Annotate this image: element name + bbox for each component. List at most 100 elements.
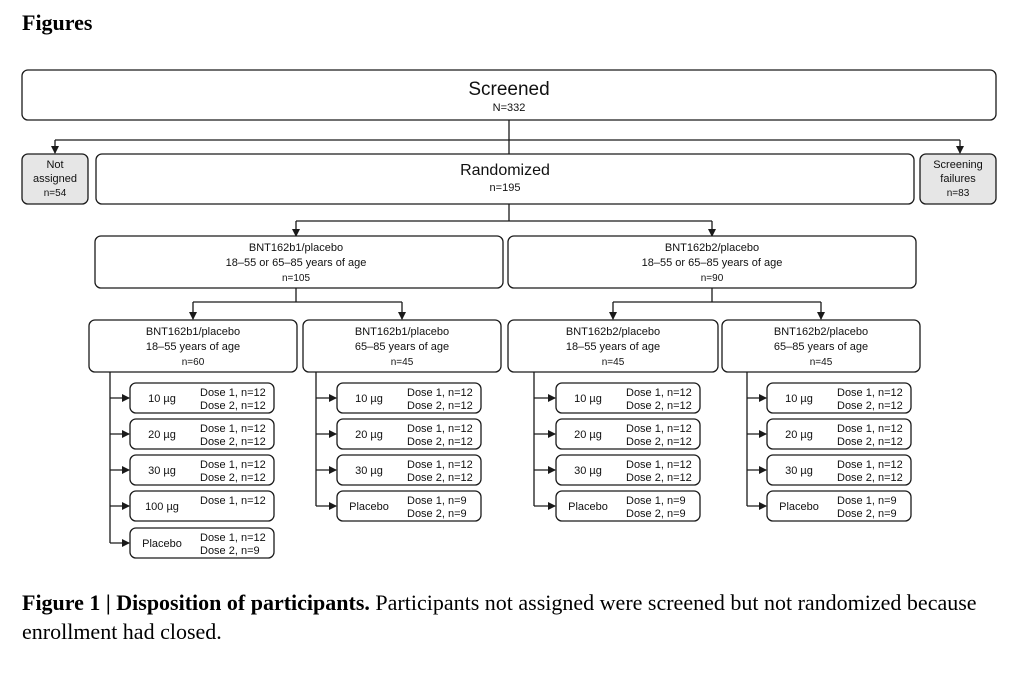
- randomized-title: Randomized: [460, 162, 550, 179]
- not-assigned-count: n=54: [44, 188, 67, 199]
- arm-count: n=105: [282, 273, 311, 284]
- group-title: BNT162b2/placebo: [566, 326, 660, 338]
- screened-title: Screened: [468, 79, 549, 100]
- dose-1-count: Dose 1, n=9: [407, 495, 467, 507]
- dose-1-count: Dose 1, n=12: [837, 387, 903, 399]
- randomized-count: n=195: [490, 182, 521, 194]
- group-ages: 18–55 years of age: [566, 341, 660, 353]
- group-count: n=60: [182, 357, 205, 368]
- group-ages: 65–85 years of age: [355, 341, 449, 353]
- arm-title: BNT162b1/placebo: [249, 242, 343, 254]
- dose-1-count: Dose 1, n=12: [837, 459, 903, 471]
- dose-box: [555, 490, 701, 522]
- dose-2-count: Dose 2, n=12: [200, 472, 266, 484]
- dose-label: 30 µg: [148, 465, 176, 477]
- dose-label: 10 µg: [785, 393, 813, 405]
- group-count: n=45: [602, 357, 625, 368]
- dose-label: 30 µg: [785, 465, 813, 477]
- figures-heading: Figures: [22, 10, 93, 35]
- dose-1-count: Dose 1, n=12: [200, 423, 266, 435]
- screening-failures-count: n=83: [947, 188, 970, 199]
- dose-2-count: Dose 2, n=9: [837, 508, 897, 520]
- dose-label: 20 µg: [355, 429, 383, 441]
- dose-label: Placebo: [349, 501, 389, 513]
- not-assigned-box: [21, 153, 89, 205]
- dose-1-count: Dose 1, n=12: [407, 423, 473, 435]
- dose-1-count: Dose 1, n=12: [200, 387, 266, 399]
- dose-label: 20 µg: [785, 429, 813, 441]
- screening-failures-label: Screening: [933, 159, 983, 171]
- dose-2-count: Dose 2, n=12: [407, 436, 473, 448]
- dose-box: [336, 454, 482, 486]
- dose-1-count: Dose 1, n=12: [407, 387, 473, 399]
- screened-box: [21, 69, 997, 121]
- dose-1-count: Dose 1, n=12: [200, 495, 266, 507]
- dose-label: 30 µg: [355, 465, 383, 477]
- dose-label: 20 µg: [574, 429, 602, 441]
- not-assigned-label: Not: [46, 159, 63, 171]
- dose-label: 20 µg: [148, 429, 176, 441]
- dose-label: Placebo: [142, 538, 182, 550]
- dose-box: [555, 418, 701, 450]
- arm-box-1: [94, 235, 504, 289]
- dose-label: 30 µg: [574, 465, 602, 477]
- dose-box: [129, 490, 275, 522]
- dose-2-count: Dose 2, n=12: [626, 400, 692, 412]
- dose-label: Placebo: [779, 501, 819, 513]
- dose-2-count: Dose 2, n=12: [200, 400, 266, 412]
- dose-2-count: Dose 2, n=12: [626, 472, 692, 484]
- screening-failures-label: failures: [940, 173, 976, 185]
- dose-label: 10 µg: [574, 393, 602, 405]
- group-box: [302, 319, 502, 373]
- arm-ages: 18–55 or 65–85 years of age: [226, 257, 367, 269]
- dose-1-count: Dose 1, n=9: [626, 495, 686, 507]
- dose-box: [766, 418, 912, 450]
- group-box: [88, 319, 298, 373]
- arm-count: n=90: [701, 273, 724, 284]
- dose-box: [129, 382, 275, 414]
- group-title: BNT162b2/placebo: [774, 326, 868, 338]
- dose-label: 10 µg: [148, 393, 176, 405]
- screening-failures-box: [919, 153, 997, 205]
- dose-2-count: Dose 2, n=12: [407, 400, 473, 412]
- dose-1-count: Dose 1, n=12: [837, 423, 903, 435]
- dose-label: 10 µg: [355, 393, 383, 405]
- dose-1-count: Dose 1, n=12: [200, 532, 266, 544]
- dose-box: [766, 454, 912, 486]
- dose-box: [766, 382, 912, 414]
- group-title: BNT162b1/placebo: [146, 326, 240, 338]
- group-title: BNT162b1/placebo: [355, 326, 449, 338]
- not-assigned-label: assigned: [33, 173, 77, 185]
- dose-2-count: Dose 2, n=12: [407, 472, 473, 484]
- group-ages: 65–85 years of age: [774, 341, 868, 353]
- group-count: n=45: [810, 357, 833, 368]
- dose-box: [129, 454, 275, 486]
- caption-text: Participants not assigned were screened …: [22, 590, 977, 644]
- dose-1-count: Dose 1, n=12: [626, 387, 692, 399]
- dose-2-count: Dose 2, n=12: [200, 436, 266, 448]
- dose-box: [129, 418, 275, 450]
- dose-1-count: Dose 1, n=12: [626, 459, 692, 471]
- caption-lead: Figure 1 | Disposition of participants.: [22, 590, 370, 615]
- dose-2-count: Dose 2, n=9: [200, 545, 260, 557]
- figure-caption: Figure 1 | Disposition of participants. …: [22, 588, 982, 646]
- dose-1-count: Dose 1, n=12: [200, 459, 266, 471]
- dose-1-count: Dose 1, n=12: [407, 459, 473, 471]
- dose-2-count: Dose 2, n=9: [626, 508, 686, 520]
- dose-label: Placebo: [568, 501, 608, 513]
- arm-box-2: [507, 235, 917, 289]
- dose-box: [555, 454, 701, 486]
- group-count: n=45: [391, 357, 414, 368]
- dose-2-count: Dose 2, n=12: [837, 436, 903, 448]
- dose-box: [766, 490, 912, 522]
- dose-2-count: Dose 2, n=9: [407, 508, 467, 520]
- group-box: [507, 319, 719, 373]
- arm-ages: 18–55 or 65–85 years of age: [642, 257, 783, 269]
- group-box: [721, 319, 921, 373]
- dose-box: [336, 490, 482, 522]
- screened-count: N=332: [493, 102, 526, 114]
- dose-2-count: Dose 2, n=12: [837, 400, 903, 412]
- randomized-box: [95, 153, 915, 205]
- group-ages: 18–55 years of age: [146, 341, 240, 353]
